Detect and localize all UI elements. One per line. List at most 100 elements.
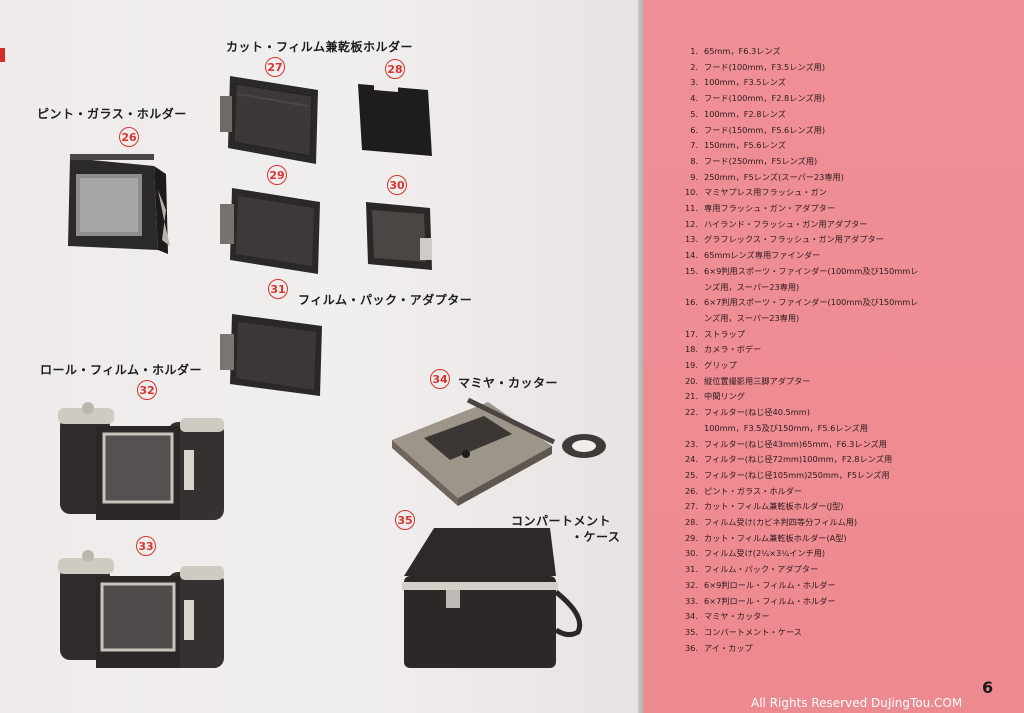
list-item-number: 10. [684, 187, 698, 198]
list-item-number: 33. [684, 595, 698, 606]
list-item: 32. 6×9判ロール・フィルム・ホルダー [676, 579, 836, 591]
list-item: 23.フィルター(ねじ径43mm)65mm，F6.3レンズ用 [676, 438, 887, 450]
list-item-text: アイ・カップ [704, 642, 753, 653]
film-receiver-inch-image [366, 202, 432, 270]
list-item-text: 6×9判ロール・フィルム・ホルダー [704, 579, 836, 590]
list-item-number: 29. [684, 532, 698, 543]
list-item-text: グリップ [704, 360, 737, 370]
page-number: 6 [982, 678, 994, 697]
list-item-number: 26. [684, 485, 698, 496]
circle-number-26: 26 [119, 127, 139, 147]
red-edge-mark [0, 48, 5, 62]
caption-cut-film-holder: カット・フィルム兼乾板ホルダー [226, 40, 414, 54]
list-item-number: 6. [690, 124, 698, 135]
list-item: 17.ストラップ [676, 328, 745, 340]
list-item-text: 65mmレンズ専用ファインダー [704, 250, 821, 261]
list-item-text: コンパートメント・ケース [704, 626, 802, 637]
list-item-text: 100mm，F3.5及び150mm，F5.6レンズ用 [704, 422, 868, 433]
caption-mamiya-cutter: マミヤ・カッター [458, 376, 559, 390]
list-item-text: 100mm，F2.8レンズ [704, 108, 786, 119]
list-item-number: 22. [684, 407, 698, 418]
list-item-text: ストラップ [704, 328, 745, 339]
mamiya-cutter-image [392, 397, 606, 506]
list-item-number: 28. [684, 517, 698, 527]
list-item: 4. フード(100mm，F2.8レンズ用) [676, 92, 825, 104]
list-item: ンズ用，スーパー23専用) [676, 312, 799, 324]
list-item-text: マミヤ・カッター [704, 611, 770, 622]
list-item-text: フィルム受け(2¼×3¼インチ用) [704, 548, 826, 559]
list-item-number: 2. [690, 61, 698, 72]
list-item-number: 31. [684, 564, 698, 575]
list-item: 21.中間リング [676, 390, 745, 402]
list-item-text: 6×7判用スポーツ・ファインダー(100mm及び150mmレ [704, 297, 919, 308]
list-item-text: ンズ用，スーパー23専用) [704, 281, 800, 292]
cut-film-holder-j-image [220, 76, 318, 164]
circle-number-35: 35 [395, 510, 415, 530]
list-item: 35.コンパートメント・ケース [676, 626, 802, 638]
list-item-number: 24. [684, 454, 698, 465]
list-item: 25.フィルター(ねじ径105mm)250mm，F5レンズ用 [676, 469, 890, 481]
list-item-text: ピント・ガラス・ホルダー [704, 485, 803, 496]
list-item-text: フィルム・パック・アダプター [704, 564, 819, 575]
list-item: 15.6×9判用スポーツ・ファインダー(100mm及び150mmレ [676, 265, 919, 277]
right-page [644, 0, 1024, 713]
list-item-number: 34. [684, 611, 698, 622]
list-item-text: グラフレックス・フラッシュ・ガン用アダプター [704, 234, 884, 245]
list-item-number: 36. [684, 642, 698, 653]
circle-number-27: 27 [265, 57, 285, 77]
cut-film-holder-a-image [220, 188, 320, 274]
list-item: 10.マミヤプレス用フラッシュ・ガン [676, 186, 827, 198]
list-item-text: 150mm，F5.6レンズ [704, 140, 786, 151]
list-item-text: ハイランド・フラッシュ・ガン用アダプター [704, 218, 868, 229]
list-item-text: カット・フィルム兼乾板ホルダー(J型) [704, 501, 844, 512]
list-item-text: フィルター(ねじ径43mm)65mm，F6.3レンズ用 [704, 438, 887, 449]
list-item: 24.フィルター(ねじ径72mm)100mm，F2.8レンズ用 [676, 453, 892, 465]
list-item-text: 中間リング [704, 391, 745, 402]
list-item: 7. 150mm，F5.6レンズ [676, 139, 786, 151]
list-item: 14. 65mmレンズ専用ファインダー [676, 249, 820, 261]
list-item-number: 4. [690, 93, 698, 104]
list-item-number: 8. [690, 155, 698, 166]
list-item-text: 6×7判ロール・フィルム・ホルダー [704, 595, 836, 606]
list-item: 33. 6×7判ロール・フィルム・ホルダー [676, 595, 836, 607]
list-item-text: フィルター(ねじ径40.5mm) [704, 407, 810, 418]
list-item: 26. ピント・ガラス・ホルダー [676, 485, 802, 497]
list-item-number: 19. [684, 360, 698, 370]
list-item-text: 250mm，F5レンズ(スーパー23専用) [704, 171, 844, 182]
list-item: 3.100mm，F3.5レンズ [676, 76, 786, 88]
circle-number-32: 32 [137, 380, 157, 400]
list-item-text: 専用フラッシュ・ガン・アダプター [704, 203, 836, 213]
list-item-number: 30. [684, 548, 698, 559]
list-item-number: 7. [690, 140, 698, 151]
list-item: 100mm，F3.5及び150mm，F5.6レンズ用 [676, 422, 868, 434]
list-item: 5. 100mm，F2.8レンズ [676, 108, 786, 120]
list-item: 30. フィルム受け(2¼×3¼インチ用) [676, 547, 825, 559]
list-item: 28. フィルム受け(カビネ判四等分フィルム用) [676, 516, 857, 528]
list-item-number: 18. [684, 344, 698, 355]
compartment-case-image [402, 528, 583, 668]
list-item: 9.250mm，F5レンズ(スーパー23専用) [676, 171, 844, 183]
list-item-number: 15. [684, 265, 698, 276]
list-item-text: フード(250mm，F5レンズ用) [704, 155, 818, 166]
list-item-text: フィルム受け(カビネ判四等分フィルム用) [704, 517, 858, 527]
roll-film-holder-6x7-image [58, 550, 224, 668]
list-item: 8. フード(250mm，F5レンズ用) [676, 155, 817, 167]
caption-compartment-case-line2: ・ケース [571, 530, 621, 544]
list-item: ンズ用，スーパー23専用) [676, 281, 799, 293]
list-item: 12. ハイランド・フラッシュ・ガン用アダプター [676, 218, 868, 230]
list-item-text: カット・フィルム兼乾板ホルダー(A型) [704, 532, 847, 543]
list-item: 34. マミヤ・カッター [676, 610, 770, 622]
list-item-number: 32. [684, 579, 698, 590]
list-item-text: フード(100mm，F2.8レンズ用) [704, 93, 826, 104]
list-item-number: 20. [684, 375, 698, 386]
list-item-number: 12. [684, 218, 698, 229]
list-item-text: 縦位置撮影用三脚アダプター [704, 375, 811, 386]
list-item-number: 5. [690, 108, 698, 119]
caption-compartment-case-line1: コンパートメント [511, 514, 612, 528]
list-item-number: 27. [684, 501, 698, 512]
list-item-number: 14. [684, 250, 698, 261]
list-item: 1.65mm，F6.3レンズ [676, 45, 781, 57]
pinto-glass-holder-image [68, 154, 170, 254]
list-item-text: カメラ・ボデー [704, 344, 762, 355]
list-item-number: 13. [684, 234, 698, 245]
